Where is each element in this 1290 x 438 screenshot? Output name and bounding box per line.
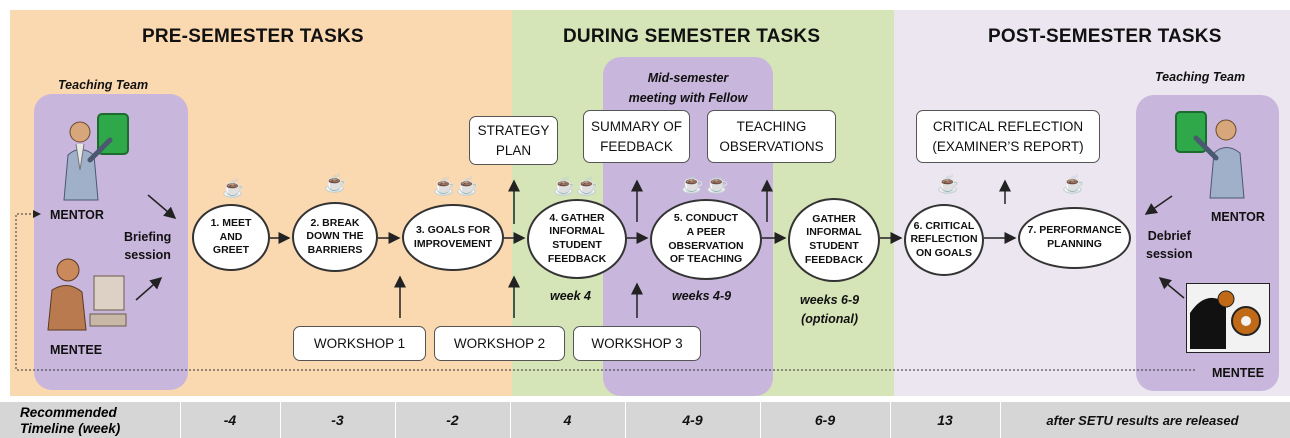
workshop-3-box: WORKSHOP 3 xyxy=(573,326,701,361)
timeline-cell: 13 xyxy=(937,412,953,428)
presenter-icon xyxy=(63,113,129,201)
critical-reflection-box: CRITICAL REFLECTION (EXAMINER’S REPORT) xyxy=(916,110,1100,163)
timeline-cell: 6-9 xyxy=(814,412,836,428)
coffee-cup-icon: ☕ xyxy=(433,176,456,196)
strategy-plan-box: STRATEGY PLAN xyxy=(469,116,558,165)
timeline-cell: after SETU results are released xyxy=(1046,412,1239,428)
timeline-cell: 4 xyxy=(563,412,572,428)
workshop-2-box: WORKSHOP 2 xyxy=(434,326,565,361)
coffee-cup-icon: ☕ xyxy=(576,176,599,196)
debrief-session-label: Debrief session xyxy=(1146,229,1193,262)
step-1-circle: 1. MEET AND GREET xyxy=(192,204,270,271)
post-semester-title: POST-SEMESTER TASKS xyxy=(988,26,1222,47)
left-mentee-label: MENTEE xyxy=(50,343,103,357)
presenter-icon xyxy=(1175,111,1245,199)
week-4-label: week 4 xyxy=(550,289,592,303)
coffee-cup-icon: ☕ xyxy=(324,173,347,193)
step-6-circle: 6. CRITICAL REFLECTION ON GOALS xyxy=(904,204,984,276)
mid-semester-title: Mid-semester meeting with Fellow xyxy=(628,71,748,105)
briefing-session-label: Briefing session xyxy=(124,230,172,263)
weeks-4-9-label: weeks 4-9 xyxy=(672,289,732,303)
left-team-title: Teaching Team xyxy=(58,78,149,92)
weeks-6-9-label: weeks 6-9 (optional) xyxy=(800,293,860,327)
summary-of-feedback-box: SUMMARY OF FEEDBACK xyxy=(583,110,690,163)
timeline-cell: -4 xyxy=(223,412,237,428)
timeline-cell: 4-9 xyxy=(682,412,703,428)
step-5b-circle: GATHER INFORMAL STUDENT FEEDBACK xyxy=(788,198,880,282)
coffee-cup-icon: ☕ xyxy=(456,176,479,196)
coffee-cup-icon: ☕ xyxy=(222,178,245,198)
step-7-circle: 7. PERFORMANCE PLANNING xyxy=(1018,207,1131,269)
timeline-label: Recommended Timeline (week) xyxy=(20,405,121,437)
step-3-circle: 3. GOALS FOR IMPROVEMENT xyxy=(402,204,504,271)
coffee-cup-icon: ☕ xyxy=(681,174,704,194)
computer-user-icon xyxy=(47,258,127,331)
right-mentor-label: MENTOR xyxy=(1211,210,1265,224)
right-mentee-label: MENTEE xyxy=(1212,366,1265,380)
step-4-circle: 4. GATHER INFORMAL STUDENT FEEDBACK xyxy=(527,199,627,279)
teaching-observations-box: TEACHING OBSERVATIONS xyxy=(707,110,836,163)
coffee-cup-icon: ☕ xyxy=(1062,174,1085,194)
timeline-bar xyxy=(0,402,1290,438)
gear-head-icon xyxy=(1186,283,1270,353)
coffee-cup-icon: ☕ xyxy=(706,174,729,194)
coffee-cup-icon: ☕ xyxy=(937,174,960,194)
workshop-1-box: WORKSHOP 1 xyxy=(293,326,426,361)
during-semester-title: DURING SEMESTER TASKS xyxy=(563,26,821,47)
step-5-circle: 5. CONDUCT A PEER OBSERVATION OF TEACHIN… xyxy=(650,199,762,280)
timeline-cell: -2 xyxy=(446,412,459,428)
timeline-cell: -3 xyxy=(331,412,344,428)
step-2-circle: 2. BREAK DOWN THE BARRIERS xyxy=(292,202,378,272)
coffee-cup-icon: ☕ xyxy=(553,176,576,196)
left-mentor-label: MENTOR xyxy=(50,208,104,222)
pre-semester-title: PRE-SEMESTER TASKS xyxy=(142,26,364,47)
right-team-title: Teaching Team xyxy=(1155,70,1246,84)
